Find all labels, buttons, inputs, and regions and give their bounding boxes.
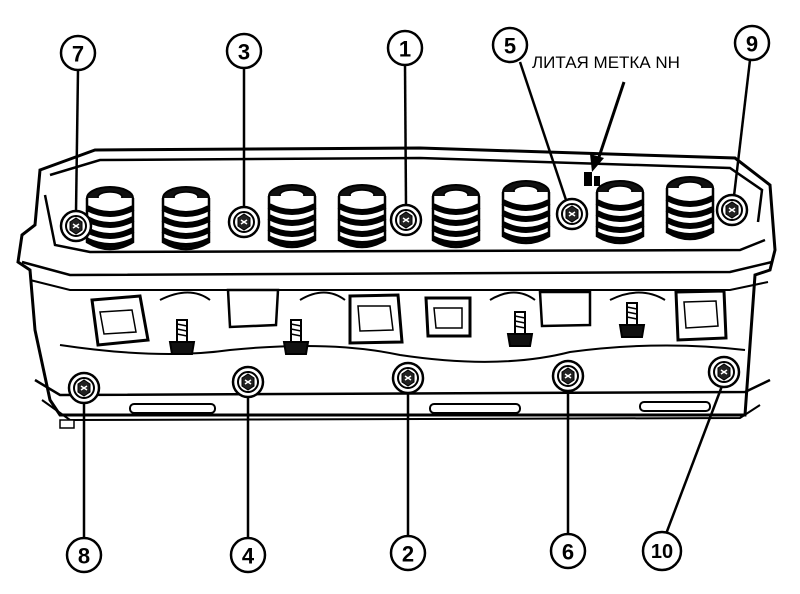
callout-2: 2	[389, 534, 427, 572]
callout-3: 3	[225, 32, 263, 70]
valve-spring	[163, 187, 209, 249]
callout-10-label: 10	[651, 541, 673, 563]
callout-10: 10	[641, 530, 683, 572]
callout-1-label: 1	[399, 37, 411, 62]
callout-6: 6	[549, 532, 587, 570]
head-bolt-2	[391, 361, 425, 395]
callout-5: 5	[491, 26, 529, 64]
callout-6-label: 6	[562, 540, 574, 565]
valve-spring	[597, 181, 643, 243]
leader-10	[664, 385, 724, 535]
callout-8: 8	[65, 536, 103, 574]
head-bolt-8	[67, 371, 101, 405]
valve-spring	[503, 181, 549, 243]
head-bolt-9	[715, 193, 749, 227]
callout-3-label: 3	[238, 40, 250, 65]
callout-9: 9	[733, 24, 771, 62]
casting-mark-label: ЛИТАЯ МЕТКА NH	[532, 53, 680, 72]
callouts: 7 3 1 5 9 8 4 2	[59, 24, 771, 574]
head-bolt-5	[555, 197, 589, 231]
head-bolt-10	[707, 355, 741, 389]
valve-spring	[667, 177, 713, 239]
callout-2-label: 2	[402, 542, 414, 567]
head-bolt-4	[231, 365, 265, 399]
port-openings	[59, 288, 746, 363]
callout-9-label: 9	[746, 32, 758, 57]
callout-1: 1	[386, 29, 424, 67]
callout-5-label: 5	[504, 34, 516, 59]
leader-lines	[74, 59, 752, 538]
valve-spring	[433, 185, 479, 247]
callout-8-label: 8	[78, 544, 90, 569]
leader-7	[74, 69, 80, 213]
leader-9	[732, 59, 752, 197]
callout-4: 4	[229, 536, 267, 574]
callout-7: 7	[59, 34, 97, 72]
head-bolt-1	[389, 203, 423, 237]
leader-5	[518, 61, 568, 201]
valve-spring	[269, 185, 315, 247]
casting-mark-relief	[584, 172, 600, 186]
callout-4-label: 4	[242, 544, 255, 569]
valve-spring	[87, 187, 133, 249]
head-bolt-6	[551, 359, 585, 393]
head-bolt-7	[59, 209, 93, 243]
leader-1	[403, 64, 408, 207]
head-bolt-3	[227, 205, 261, 239]
callout-7-label: 7	[72, 42, 84, 67]
valve-spring	[339, 185, 385, 247]
casting-mark-arrow	[590, 81, 626, 172]
